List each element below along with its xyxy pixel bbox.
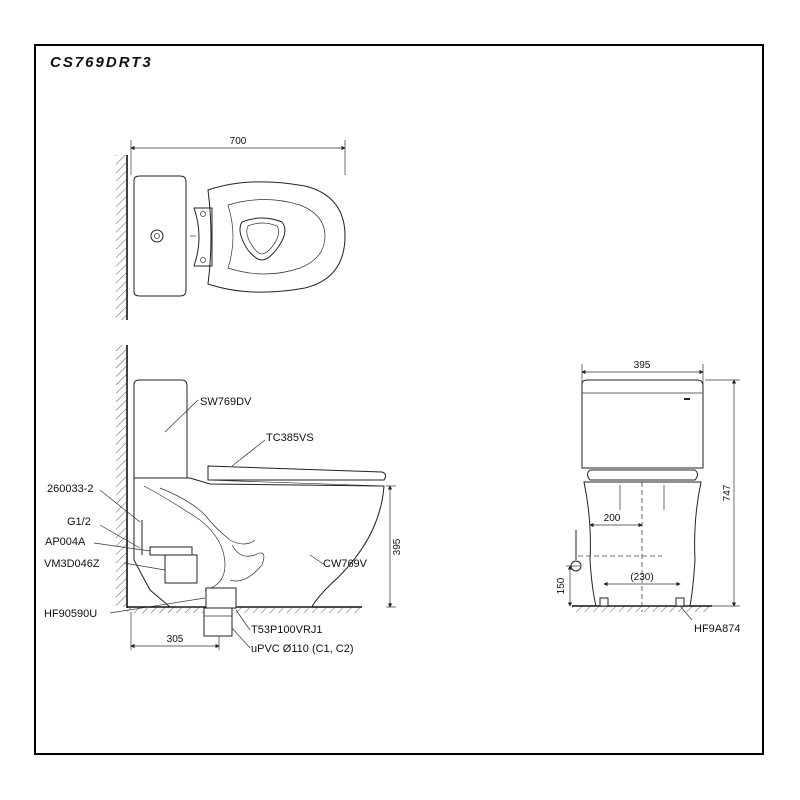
valve-body — [149, 546, 193, 556]
model-title: CS769DRT3 — [50, 54, 153, 71]
dim-front-width: 395 — [634, 360, 651, 371]
dim-front-height: 747 — [722, 484, 733, 501]
side-trapway-inner — [159, 487, 256, 545]
top-bowl-opening — [239, 217, 286, 261]
front-tank-outline — [581, 379, 704, 469]
front-view: 395 200 (230) 150 747 — [556, 360, 740, 635]
top-bowl-opening-inner — [246, 222, 279, 255]
drawing-frame — [34, 44, 764, 755]
label-front-fix: HF9A874 — [694, 623, 740, 635]
front-foot-left — [599, 597, 609, 607]
top-tank-outline — [133, 175, 187, 297]
front-tank-button — [684, 398, 690, 400]
leader-front-fix — [679, 605, 693, 621]
dim-side-depth: 305 — [167, 634, 184, 645]
front-foot-right — [675, 597, 685, 607]
label-base-fix: HF90590U — [44, 608, 97, 620]
front-bowl-outline — [583, 481, 702, 607]
flange-pipe — [203, 607, 233, 637]
top-wall-hatch — [116, 155, 126, 320]
top-bowl-rim — [227, 199, 326, 275]
seat-hinge-plate — [193, 207, 213, 267]
front-floor-hatch — [572, 606, 712, 612]
label-bolt: 260033-2 — [47, 483, 94, 495]
side-trapway-outer — [143, 485, 226, 591]
hinge-bolt-bottom — [200, 257, 206, 263]
side-seat-line — [207, 479, 385, 487]
leader-bowl — [309, 554, 326, 566]
front-seat-outline — [587, 469, 698, 481]
label-bowl: CW769V — [323, 558, 368, 570]
valve-box — [164, 554, 198, 584]
leader-flange — [235, 609, 251, 631]
side-tank-outline — [133, 379, 188, 479]
leader-tank — [164, 399, 199, 433]
side-wall-hatch — [116, 345, 126, 607]
dim-front-low: 150 — [556, 577, 567, 594]
label-seat: TC385VS — [266, 432, 314, 444]
leader-base-fix — [109, 597, 206, 614]
label-hose: VM3D046Z — [44, 558, 100, 570]
dim-front-spacing: (230) — [630, 572, 653, 583]
side-view: 395 305 SW769DV TC385VS 260033-2 G1/2 AP… — [44, 345, 403, 655]
label-pipe: uPVC Ø110 (C1, C2) — [251, 643, 354, 655]
label-thread: G1/2 — [67, 516, 91, 528]
dim-side-height: 395 — [392, 538, 403, 555]
side-floor-hatch — [127, 607, 362, 613]
label-tank: SW769DV — [200, 396, 252, 408]
dim-front-offset: 200 — [604, 513, 621, 524]
flush-button-inner — [154, 233, 160, 239]
leader-thread — [99, 524, 141, 549]
top-view: 700 — [116, 136, 346, 320]
side-seat-lid — [207, 465, 387, 481]
leader-seat — [231, 439, 266, 467]
leader-pipe — [231, 627, 251, 649]
side-trapway-bend — [229, 544, 265, 582]
label-flange: T53P100VRJ1 — [251, 624, 323, 636]
leader-hose — [123, 562, 166, 571]
flush-button-icon — [150, 229, 164, 243]
top-seat-outline — [207, 181, 346, 293]
hinge-bolt-top — [200, 211, 206, 217]
flange-top — [205, 587, 237, 609]
leader-bolt — [99, 489, 141, 523]
label-valve: AP004A — [45, 536, 86, 548]
side-bowl-outline — [133, 477, 385, 608]
leader-valve — [93, 542, 151, 552]
dim-top-width: 700 — [230, 136, 247, 147]
